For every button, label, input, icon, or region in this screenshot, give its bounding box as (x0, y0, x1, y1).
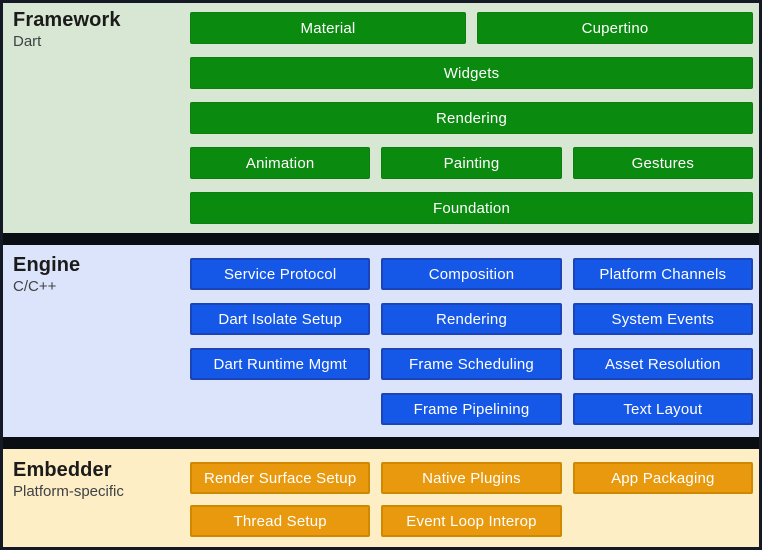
layer-divider (3, 233, 759, 245)
box-engine-rendering: Rendering (381, 303, 562, 335)
embedder-layer-title: Embedder (13, 459, 112, 481)
box-cupertino: Cupertino (476, 12, 753, 44)
box-animation: Animation (190, 147, 371, 179)
layer-divider (3, 437, 759, 449)
framework-boxes: Material Cupertino Widgets Rendering Ani… (190, 12, 753, 224)
framework-layer-title: Framework (13, 9, 121, 31)
box-material: Material (190, 12, 466, 44)
box-widgets: Widgets (190, 57, 753, 89)
embedder-layer: Embedder Platform-specific Render Surfac… (3, 449, 759, 547)
engine-layer-subtitle: C/C++ (13, 278, 57, 295)
box-render-surface-setup: Render Surface Setup (190, 462, 371, 494)
box-service-protocol: Service Protocol (190, 258, 371, 290)
box-frame-pipelining: Frame Pipelining (381, 393, 562, 425)
embedder-layer-subtitle: Platform-specific (13, 483, 124, 500)
box-app-packaging: App Packaging (572, 462, 753, 494)
box-event-loop-interop: Event Loop Interop (381, 505, 562, 537)
box-dart-isolate-setup: Dart Isolate Setup (190, 303, 371, 335)
box-asset-resolution: Asset Resolution (572, 348, 753, 380)
box-foundation: Foundation (190, 192, 753, 224)
embedder-boxes: Render Surface Setup Native Plugins App … (190, 462, 753, 537)
embedder-layer-label: Embedder Platform-specific (13, 458, 124, 501)
framework-layer: Framework Dart Material Cupertino Widget… (3, 3, 759, 233)
box-native-plugins: Native Plugins (381, 462, 562, 494)
box-rendering: Rendering (190, 102, 753, 134)
framework-layer-label: Framework Dart (13, 8, 121, 51)
box-composition: Composition (381, 258, 562, 290)
box-thread-setup: Thread Setup (190, 505, 371, 537)
box-system-events: System Events (572, 303, 753, 335)
box-painting: Painting (381, 147, 562, 179)
box-platform-channels: Platform Channels (572, 258, 753, 290)
engine-boxes: Service Protocol Composition Platform Ch… (190, 258, 753, 425)
engine-layer: Engine C/C++ Service Protocol Compositio… (3, 245, 759, 437)
framework-layer-subtitle: Dart (13, 33, 42, 50)
box-text-layout: Text Layout (572, 393, 753, 425)
engine-layer-title: Engine (13, 254, 81, 276)
engine-layer-label: Engine C/C++ (13, 253, 80, 296)
box-dart-runtime-mgmt: Dart Runtime Mgmt (190, 348, 371, 380)
box-gestures: Gestures (572, 147, 753, 179)
box-frame-scheduling: Frame Scheduling (381, 348, 562, 380)
